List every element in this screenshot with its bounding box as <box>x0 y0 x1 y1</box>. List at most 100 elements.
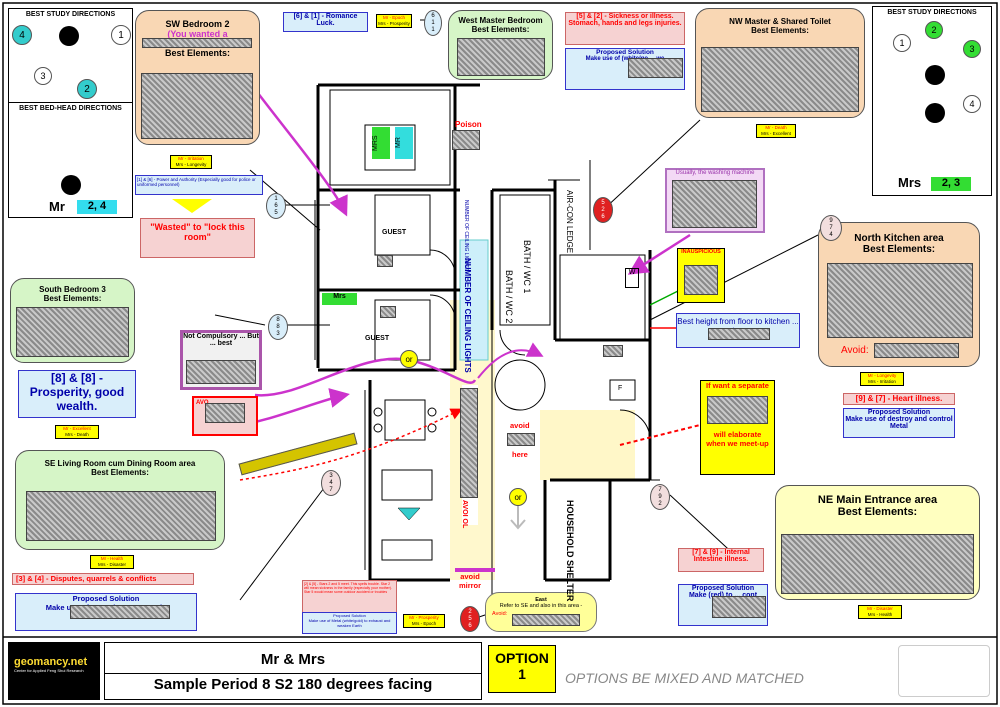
direction-1: 1 <box>111 25 131 45</box>
redacted-block <box>205 403 245 423</box>
study-directions-left-panel: BEST STUDY DIRECTIONS 4 1 3 2 BEST BED-H… <box>8 8 133 218</box>
redacted-block <box>70 605 170 619</box>
redacted-block <box>512 614 580 626</box>
redacted-block <box>380 306 396 318</box>
ceiling-lights-small: NUMBER OF CEILING LIGHTS <box>463 200 469 271</box>
south-bedroom-callout: South Bedroom 3 Best Elements: <box>10 278 135 363</box>
callout-title: South Bedroom 3 <box>39 285 106 294</box>
compass-icon <box>925 103 945 123</box>
best-elements-label: Best Elements: <box>471 25 530 34</box>
best-elements-label: Best Elements: <box>837 506 918 518</box>
air-con-label: AIR-CON LEDGE <box>565 190 574 254</box>
logo-text: geomancy.net <box>14 656 88 668</box>
redacted-block <box>16 307 129 357</box>
internal-note: [7] & [9] - Internal Intestine illness. <box>678 548 764 572</box>
direction-2: 2 <box>77 79 97 99</box>
mrs-study-label: Mrs <box>322 293 357 305</box>
option-number: 1 <box>518 666 526 682</box>
plan-subtitle: Sample Period 8 S2 180 degrees facing <box>153 676 433 693</box>
se-living-callout: SE Living Room cum Dining Room area Best… <box>15 450 225 550</box>
mrs-value: 2, 3 <box>931 177 971 191</box>
client-name: Mr & Mrs <box>260 651 326 668</box>
redacted-block <box>142 38 252 48</box>
redacted-block <box>507 433 535 446</box>
east-callout: East Refer to SE and also in this area -… <box>485 592 597 632</box>
direction-2: 2 <box>925 21 943 39</box>
avoid-label: Avoid: <box>841 345 869 356</box>
direction-3: 3 <box>34 67 52 85</box>
avoid-label: avoid <box>510 421 530 430</box>
redacted-block <box>628 58 683 78</box>
down-arrow-icon <box>172 199 212 213</box>
mr-bed-label: MR <box>395 127 413 159</box>
ne-main-callout: NE Main Entrance area Best Elements: <box>775 485 980 600</box>
ceiling-lights-label: NUMBER OF CEILING LIGHTS <box>463 258 472 373</box>
sickness-note: [5] & [2] - Sickness or illness. Stomach… <box>565 12 685 45</box>
redacted-block <box>452 130 480 150</box>
callout-title: SW Bedroom 2 <box>165 19 230 29</box>
redacted-block <box>781 534 974 594</box>
redacted-block <box>712 596 766 618</box>
bath-1-label: BATH / WC 1 <box>522 240 532 294</box>
nw-master-callout: NW Master & Shared Toilet Best Elements: <box>695 8 865 118</box>
washer-label: W <box>625 268 639 288</box>
best-elements-label: Best Elements: <box>91 468 149 477</box>
guest-room-label: GUEST <box>382 229 407 236</box>
callout-title: NW Master & Shared Toilet <box>729 17 831 26</box>
direction-1: 1 <box>893 34 911 52</box>
redacted-block <box>457 38 545 76</box>
redacted-block <box>708 328 770 340</box>
best-elements-label: Best Elements: <box>43 294 102 303</box>
best-elements-label: Best Elements: <box>862 244 936 255</box>
direction-4: 4 <box>12 25 32 45</box>
avoid-vertical-label: AVOI OL <box>461 500 468 529</box>
redacted-block <box>460 388 478 498</box>
bedhead-title: BEST BED-HEAD DIRECTIONS <box>19 105 122 112</box>
option-box: OPTION 1 <box>488 645 556 693</box>
redacted-block <box>603 345 623 357</box>
redacted-block <box>827 263 973 338</box>
mrs-bed-label: MRS <box>372 127 390 159</box>
here-label: here <box>512 450 528 459</box>
redacted-block <box>377 255 393 267</box>
faded-stamp <box>898 645 990 697</box>
prosperity-note: [8] & [8] - Prosperity, good wealth. <box>18 370 136 418</box>
compass-icon <box>925 65 945 85</box>
compass-icon <box>61 175 81 195</box>
callout-subtitle: (You wanted a <box>167 29 228 39</box>
fridge-label: F <box>618 385 623 392</box>
logo-subtext: Center for Applied Feng Shui Research <box>14 668 84 673</box>
direction-3: 3 <box>963 40 981 58</box>
callout-title: North Kitchen area <box>854 233 944 244</box>
best-elements-label: Best Elements: <box>751 26 809 35</box>
disputes-note: [3] & [4] - Disputes, quarrels & conflic… <box>12 573 194 585</box>
mixed-note: OPTIONS BE MIXED AND MATCHED <box>565 670 804 686</box>
romance-note: [6] & [1] - Romance Luck. <box>283 12 368 32</box>
redacted-block <box>672 180 757 228</box>
best-elements-label: Best Elements: <box>164 48 231 58</box>
or-marker: or <box>509 488 527 506</box>
wasted-note: "Wasted" to "lock this room" <box>140 218 255 258</box>
power-note: [1] & [6] - Power and Authority (Especia… <box>135 175 263 195</box>
redacted-block <box>186 360 256 384</box>
mr-label: Mr <box>49 199 65 214</box>
shelter-label: HOUSEHOLD SHELTER <box>565 500 575 602</box>
compass-icon <box>59 26 79 46</box>
callout-title: SE Living Room cum Dining Room area <box>44 459 196 468</box>
panel-title: BEST STUDY DIRECTIONS <box>25 11 116 18</box>
guest-room-label: GUEST <box>365 335 390 342</box>
